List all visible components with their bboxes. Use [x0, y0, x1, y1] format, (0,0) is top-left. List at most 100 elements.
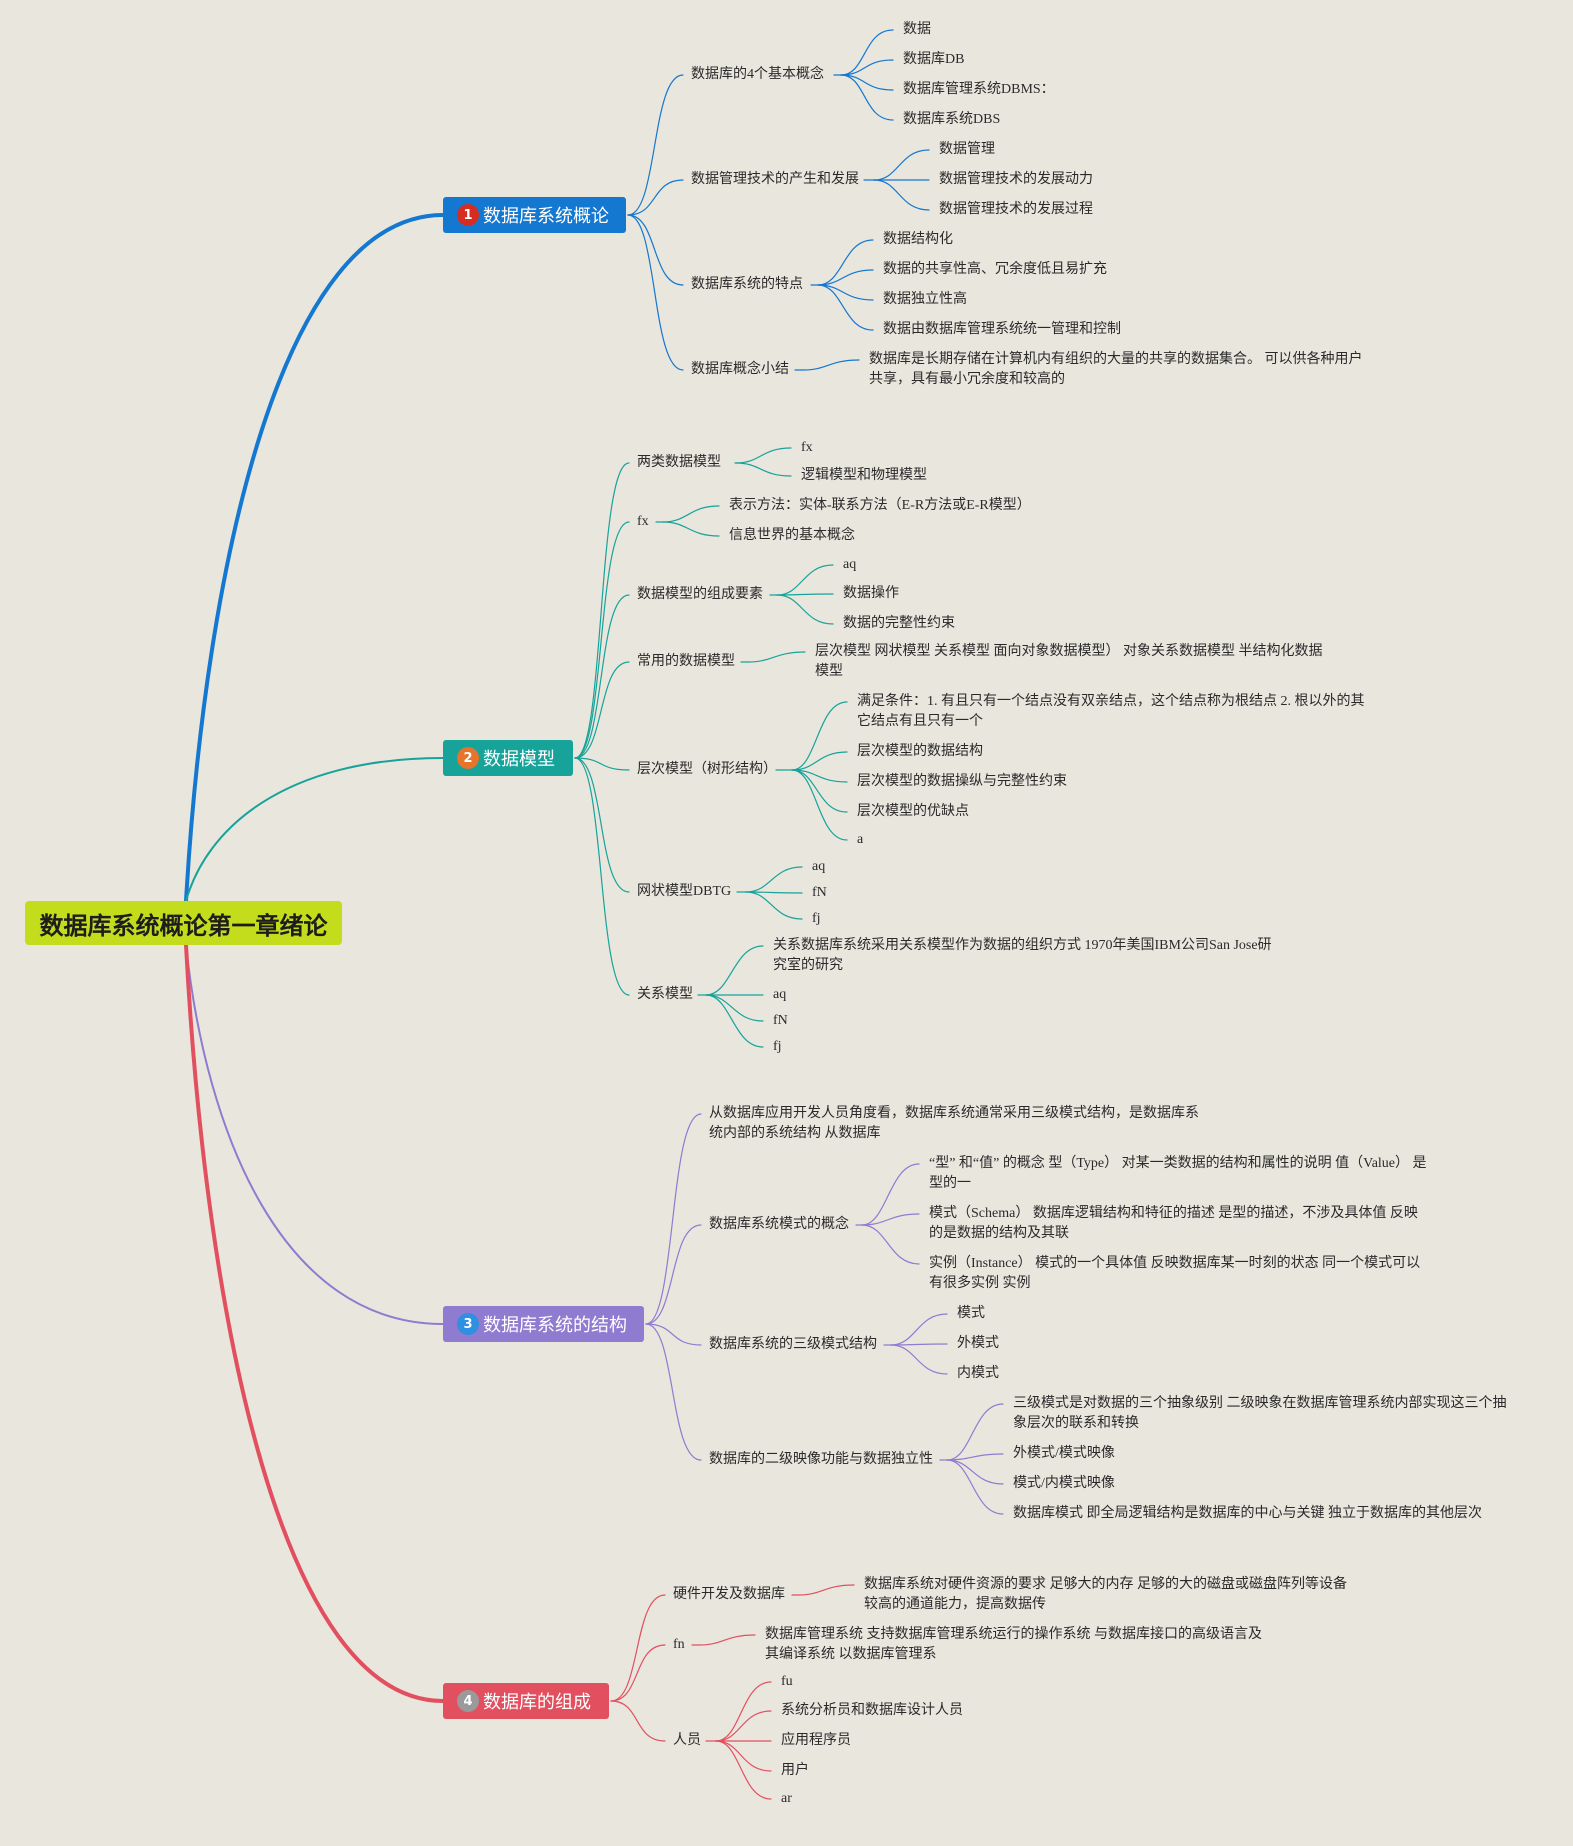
- leaf-connector: [840, 74, 894, 91]
- leaf-connector: [735, 462, 792, 477]
- leaf-topic[interactable]: 外模式: [957, 1336, 999, 1351]
- subtopic-connector: [627, 214, 684, 286]
- leaf-topic[interactable]: 层次模型 网状模型 关系模型 面向对象数据模型） 对象关系数据模型 半结构化数据…: [815, 644, 1323, 679]
- branch-data-model[interactable]: 2 数据模型: [443, 740, 573, 776]
- leaf-connector: [745, 891, 803, 920]
- leaf-topic[interactable]: 数据结构化: [883, 232, 953, 247]
- leaf-connector: [745, 866, 803, 893]
- subtopic[interactable]: 数据库的4个基本概念: [691, 67, 824, 82]
- leaf-topic[interactable]: “型” 和“值” 的概念 型（Type） 对某一类数据的结构和属性的说明 值（V…: [929, 1156, 1427, 1191]
- leaf-connector: [797, 1584, 855, 1596]
- branch-database-system-overview[interactable]: 1 数据库系统概论: [443, 197, 626, 233]
- subtopic[interactable]: 关系模型: [637, 987, 693, 1002]
- leaf-topic[interactable]: 满足条件：1. 有且只有一个结点没有双亲结点，这个结点称为根结点 2. 根以外的…: [857, 694, 1365, 729]
- leaf-topic[interactable]: 层次模型的优缺点: [857, 804, 969, 819]
- leaf-connector: [662, 505, 720, 523]
- leaf-topic[interactable]: 数据: [903, 22, 931, 37]
- subtopic[interactable]: 数据库系统模式的概念: [709, 1217, 849, 1232]
- leaf-connector: [817, 284, 874, 301]
- leaf-topic[interactable]: 数据由数据库管理系统统一管理和控制: [883, 322, 1121, 337]
- leaf-topic[interactable]: 应用程序员: [781, 1733, 851, 1748]
- leaf-topic[interactable]: 数据库是长期存储在计算机内有组织的大量的共享的数据集合。 可以供各种用户共享，具…: [869, 352, 1363, 387]
- leaf-topic[interactable]: 数据库系统对硬件资源的要求 足够大的内存 足够的大的磁盘或磁盘阵列等设备 较高的…: [864, 1577, 1347, 1612]
- root-topic[interactable]: 数据库系统概论第一章绪论: [25, 901, 342, 945]
- leaf-topic[interactable]: 数据库模式 即全局逻辑结构是数据库的中心与关键 独立于数据库的其他层次: [1013, 1506, 1482, 1521]
- leaf-connector: [791, 751, 848, 771]
- branch-database-composition[interactable]: 4 数据库的组成: [443, 1683, 609, 1719]
- leaf-topic[interactable]: 信息世界的基本概念: [729, 528, 855, 543]
- subtopic-connector: [627, 74, 684, 216]
- leaf-topic[interactable]: 表示方法：实体-联系方法（E-R方法或E-R模型）: [729, 498, 1031, 513]
- leaf-topic[interactable]: 数据管理技术的发展过程: [939, 202, 1093, 217]
- subtopic[interactable]: fn: [673, 1637, 685, 1652]
- leaf-topic[interactable]: 用户: [781, 1763, 809, 1778]
- subtopic[interactable]: 数据模型的组成要素: [637, 587, 763, 602]
- leaf-topic[interactable]: fj: [812, 911, 821, 926]
- leaf-topic[interactable]: 模式: [957, 1306, 985, 1321]
- leaf-topic[interactable]: 数据的共享性高、冗余度低且易扩充: [883, 262, 1107, 277]
- leaf-topic[interactable]: aq: [843, 557, 857, 572]
- subtopic[interactable]: 数据库概念小结: [691, 362, 789, 377]
- leaf-connector: [817, 239, 874, 286]
- leaf-connector: [698, 1634, 756, 1646]
- leaf-topic[interactable]: ar: [781, 1791, 792, 1806]
- leaf-topic[interactable]: 模式（Schema） 数据库逻辑结构和特征的描述 是型的描述，不涉及具体值 反映…: [929, 1206, 1418, 1241]
- subtopic[interactable]: 常用的数据模型: [637, 654, 735, 669]
- subtopic-connector: [610, 1644, 666, 1702]
- leaf-topic[interactable]: 三级模式是对数据的三个抽象级别 二级映象在数据库管理系统内部实现这三个抽象层次的…: [1013, 1396, 1507, 1431]
- leaf-topic[interactable]: 数据库管理系统 支持数据库管理系统运行的操作系统 与数据库接口的高级语言及其编译…: [765, 1627, 1262, 1662]
- subtopic-connector: [574, 757, 630, 996]
- leaf-topic[interactable]: fN: [773, 1013, 788, 1028]
- leaf-connector: [840, 74, 894, 121]
- leaf-topic[interactable]: aq: [773, 987, 787, 1002]
- leaf-connector: [747, 651, 806, 663]
- subtopic[interactable]: 网状模型DBTG: [637, 884, 732, 899]
- branch-database-system-structure[interactable]: 3 数据库系统的结构: [443, 1306, 644, 1342]
- leaf-topic[interactable]: 数据管理: [939, 142, 995, 157]
- leaf-topic[interactable]: 数据库系统DBS: [903, 112, 1001, 127]
- leaf-topic[interactable]: 数据操作: [843, 586, 899, 601]
- leaf-topic[interactable]: 实例（Instance） 模式的一个具体值 反映数据库某一时刻的状态 同一个模式…: [929, 1256, 1421, 1291]
- subtopic[interactable]: 两类数据模型: [637, 455, 721, 470]
- subtopic-connector: [627, 214, 684, 371]
- leaf-topic[interactable]: aq: [812, 859, 826, 874]
- leaf-topic[interactable]: fx: [801, 440, 813, 455]
- leaf-topic[interactable]: 模式/内模式映像: [1013, 1476, 1115, 1491]
- leaf-topic[interactable]: fu: [781, 1674, 793, 1689]
- subtopic[interactable]: 硬件开发及数据库: [673, 1587, 785, 1602]
- subtopic-connector: [574, 462, 630, 759]
- leaf-topic[interactable]: 关系数据库系统采用关系模型作为数据的组织方式 1970年美国IBM公司San J…: [773, 938, 1272, 973]
- leaf-topic[interactable]: 数据独立性高: [883, 292, 967, 307]
- leaf-topic[interactable]: 数据库管理系统DBMS：: [903, 82, 1055, 97]
- leaf-topic[interactable]: 数据的完整性约束: [843, 616, 955, 631]
- leaf-connector: [873, 149, 930, 181]
- leaf-connector: [776, 564, 834, 596]
- branch-label: 数据库系统的结构: [483, 1315, 627, 1336]
- subtopic-connector: [610, 1700, 666, 1742]
- subtopic[interactable]: 数据库系统的三级模式结构: [709, 1337, 877, 1352]
- leaf-topic[interactable]: 逻辑模型和物理模型: [801, 468, 927, 483]
- leaf-topic[interactable]: 数据库DB: [903, 52, 965, 67]
- leaf-topic[interactable]: 内模式: [957, 1366, 999, 1381]
- subtopic[interactable]: 数据管理技术的产生和发展: [691, 172, 859, 187]
- leaf-topic[interactable]: fN: [812, 885, 827, 900]
- leaf-topic[interactable]: 数据管理技术的发展动力: [939, 172, 1093, 187]
- subtopic[interactable]: 从数据库应用开发人员角度看，数据库系统通常采用三级模式结构，是数据库系统内部的系…: [709, 1106, 1199, 1141]
- subtopic[interactable]: fx: [637, 514, 649, 529]
- leaf-topic[interactable]: 系统分析员和数据库设计人员: [781, 1703, 963, 1718]
- leaf-topic[interactable]: 外模式/模式映像: [1013, 1446, 1115, 1461]
- leaf-topic[interactable]: fj: [773, 1039, 782, 1054]
- leaf-connector: [817, 284, 874, 331]
- branch-number-badge: 4: [457, 1690, 479, 1712]
- leaf-topic[interactable]: a: [857, 832, 864, 847]
- leaf-connector: [715, 1740, 772, 1772]
- leaf-connector: [890, 1313, 948, 1346]
- subtopic[interactable]: 层次模型（树形结构）: [637, 762, 777, 777]
- subtopic[interactable]: 人员: [673, 1733, 701, 1748]
- subtopic-connector: [645, 1323, 702, 1461]
- leaf-connector: [791, 769, 848, 783]
- subtopic[interactable]: 数据库系统的特点: [691, 277, 803, 292]
- leaf-topic[interactable]: 层次模型的数据操纵与完整性约束: [857, 774, 1067, 789]
- leaf-topic[interactable]: 层次模型的数据结构: [857, 744, 983, 759]
- subtopic[interactable]: 数据库的二级映像功能与数据独立性: [709, 1452, 933, 1467]
